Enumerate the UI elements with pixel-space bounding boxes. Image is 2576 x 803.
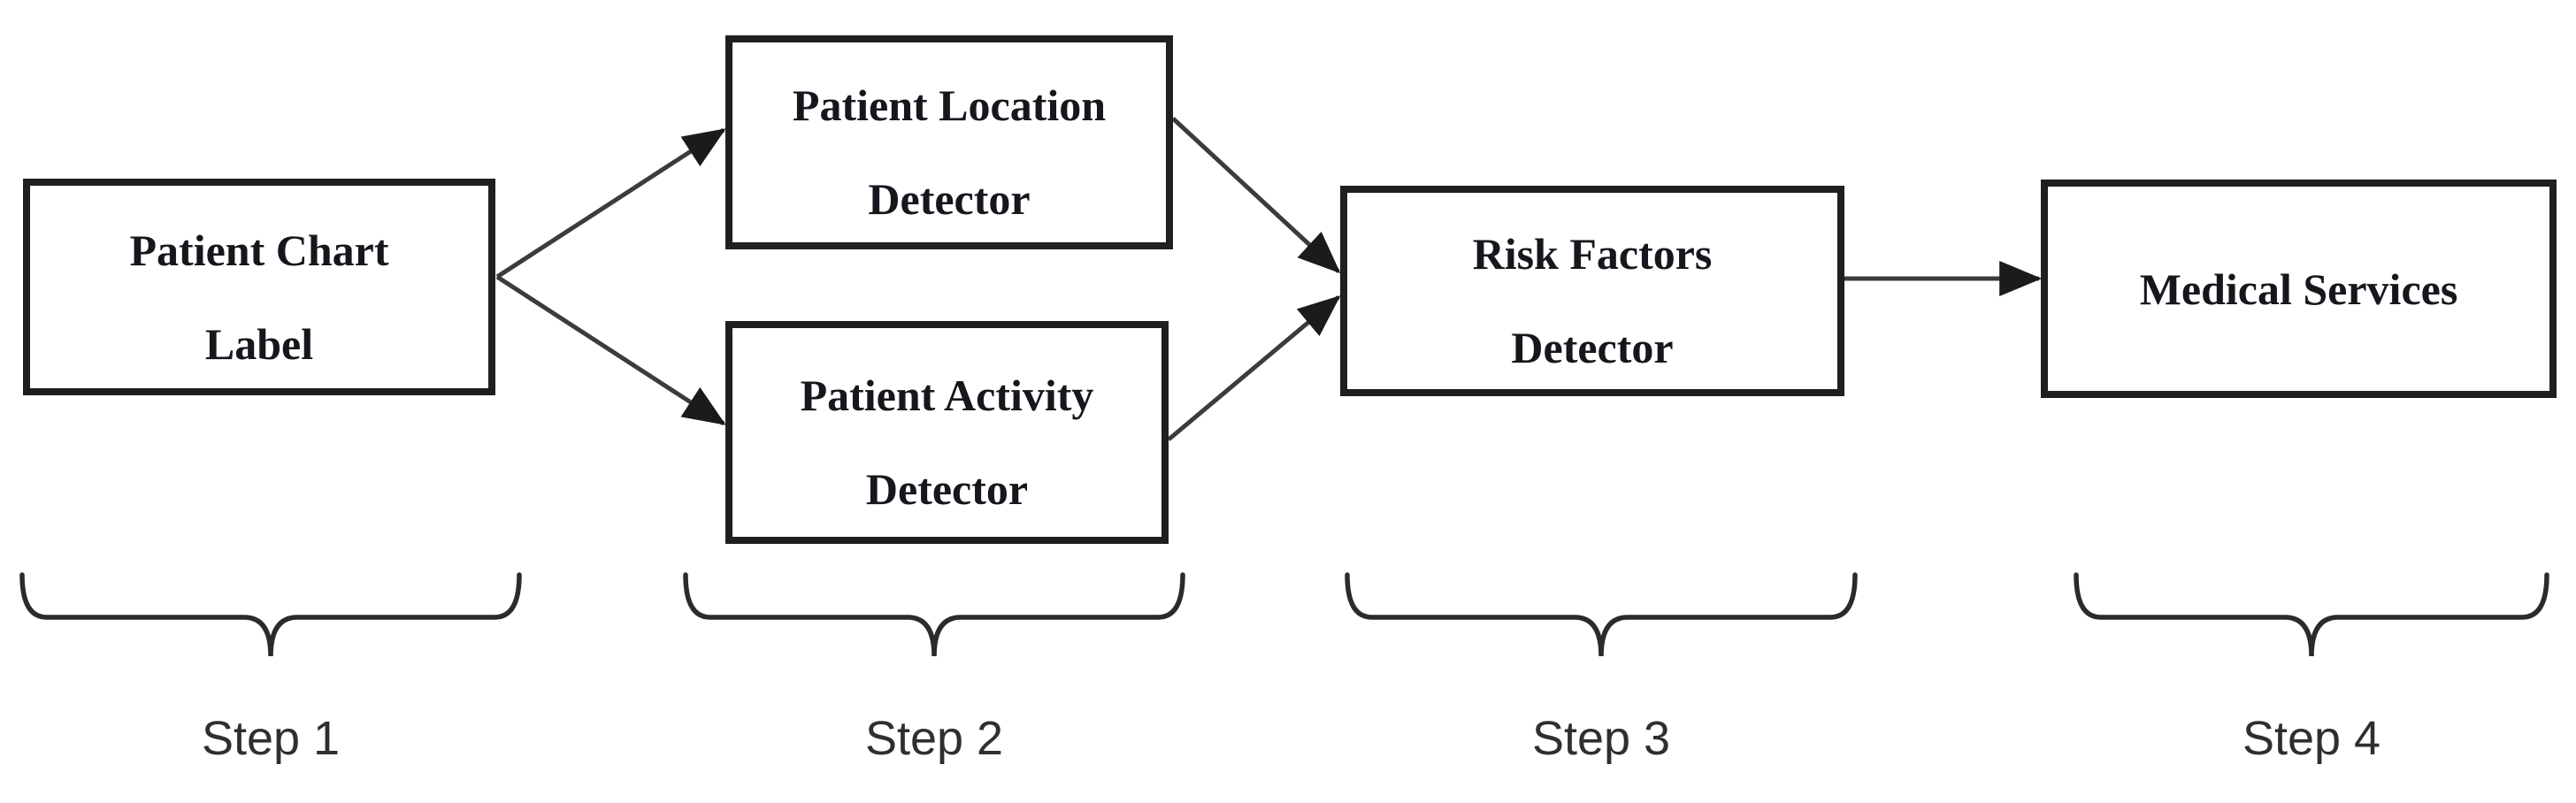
arrow-activity-to-risk (1167, 294, 1341, 441)
brace-step-2 (683, 572, 1185, 657)
box-label-line: Label (204, 318, 314, 369)
step-label-2: Step 2 (864, 712, 1004, 765)
brace-step-3 (1345, 572, 1858, 657)
step-label-4: Step 4 (2242, 712, 2381, 765)
box-patient-chart-label: Patient Chart Label (23, 179, 495, 395)
box-medical-services: Medical Services (2041, 180, 2557, 398)
arrow-location-to-risk (1171, 117, 1341, 274)
step-label-1: Step 1 (201, 712, 341, 765)
box-label-line: Detector (865, 464, 1029, 514)
box-label-line: Risk Factors (1472, 229, 1713, 279)
arrow-chart-to-activity (495, 274, 726, 426)
box-label-line: Patient Location (792, 80, 1107, 130)
box-label-line: Patient Chart (129, 225, 389, 275)
brace-step-1 (19, 572, 522, 657)
box-label-line: Medical Services (2139, 264, 2458, 314)
brace-step-4 (2074, 572, 2549, 657)
box-label-line: Detector (868, 174, 1031, 224)
box-patient-location-detector: Patient Location Detector (725, 35, 1173, 249)
box-label-line: Patient Activity (800, 371, 1094, 420)
box-patient-activity-detector: Patient Activity Detector (725, 321, 1169, 544)
box-risk-factors-detector: Risk Factors Detector (1340, 186, 1844, 396)
box-label-line: Detector (1511, 323, 1674, 372)
arrow-chart-to-location (495, 127, 726, 279)
step-label-3: Step 3 (1531, 712, 1671, 765)
